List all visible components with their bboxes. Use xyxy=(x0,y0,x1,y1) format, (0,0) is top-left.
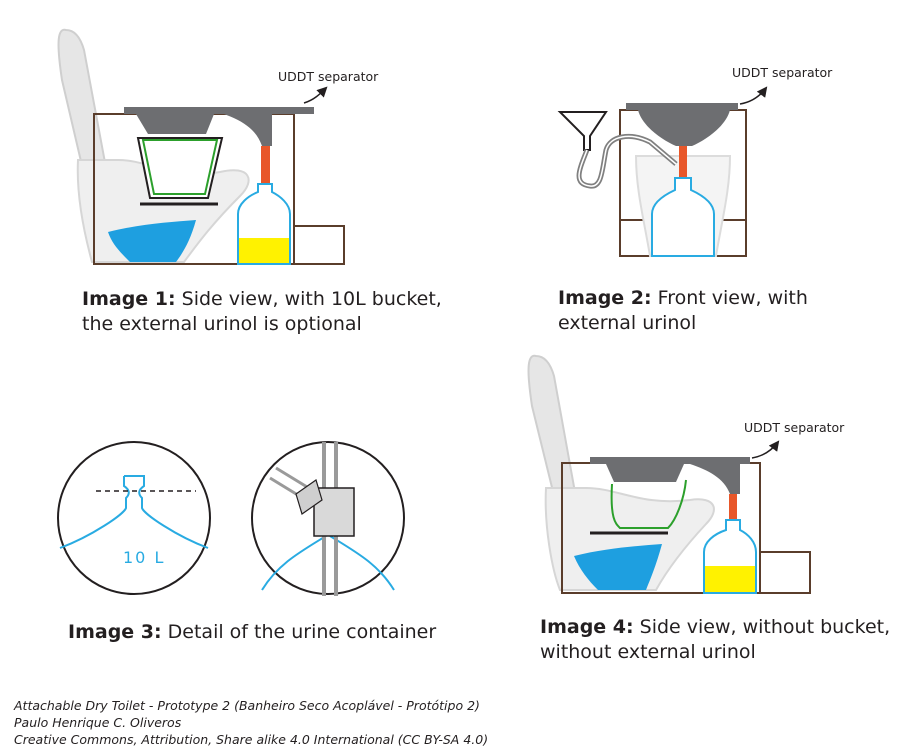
image2-front-view: UDDT separator xyxy=(557,65,833,257)
caption-image4-text1: Side view, without bucket, xyxy=(639,616,891,638)
front-container xyxy=(651,177,715,257)
separator-plate xyxy=(124,107,314,114)
callout-separator-label: UDDT separator xyxy=(278,69,379,84)
caption-image1-line1: Image 1: Side view, with 10L bucket, xyxy=(82,287,442,312)
image1-side-view-with-bucket: UDDT separator xyxy=(57,28,379,265)
credits-author: Paulo Henrique C. Oliveros xyxy=(14,715,182,730)
toilet-water xyxy=(108,220,196,262)
urine-pipe xyxy=(261,146,270,186)
toilet4-urine-pipe xyxy=(729,494,737,522)
toilet4-liner xyxy=(610,479,687,529)
callout-arrow xyxy=(303,86,328,104)
detail-bottle-neck xyxy=(59,475,209,549)
caption-image3: Image 3: Detail of the urine container xyxy=(68,620,436,645)
credits-title: Attachable Dry Toilet - Prototype 2 (Ban… xyxy=(14,698,480,713)
urine-level xyxy=(239,238,289,263)
image3-container-detail: 10 L xyxy=(57,441,405,596)
toilet4-step xyxy=(759,551,811,594)
caption-image3-line1: Image 3: Detail of the urine container xyxy=(68,620,436,645)
bucket xyxy=(136,137,224,199)
caption-image1-text1: Side view, with 10L bucket, xyxy=(181,288,442,310)
caption-image2-line1: Image 2: Front view, with xyxy=(558,286,808,311)
caption-image1-label: Image 1: xyxy=(82,288,176,310)
detail-side-joint xyxy=(295,479,323,515)
credits-block: Attachable Dry Toilet - Prototype 2 (Ban… xyxy=(14,697,894,748)
caption-image2-text2: external urinol xyxy=(558,312,697,334)
caption-image4-line1: Image 4: Side view, without bucket, xyxy=(540,615,890,640)
caption-image2-label: Image 2: xyxy=(558,287,652,309)
toilet4-callout-arrow xyxy=(751,440,780,459)
front-urine-pipe xyxy=(679,146,687,180)
toilet4-urine-level xyxy=(705,566,755,592)
caption-image3-label: Image 3: xyxy=(68,621,162,643)
front-separator-plate xyxy=(626,103,738,110)
caption-image2-text1: Front view, with xyxy=(657,287,808,309)
credits-license: Creative Commons, Attribution, Share ali… xyxy=(14,732,489,747)
caption-image1: Image 1: Side view, with 10L bucket, the… xyxy=(82,287,442,337)
detail-volume-label: 10 L xyxy=(123,548,165,567)
toilet4-separator-plate xyxy=(590,457,750,464)
front-separator-funnel xyxy=(638,110,730,146)
caption-image4-text2: without external urinol xyxy=(540,641,756,663)
caption-image2: Image 2: Front view, with external urino… xyxy=(558,286,808,336)
caption-image3-text1: Detail of the urine container xyxy=(167,621,437,643)
separator-funnel xyxy=(136,114,214,134)
toilet4-separator-urine xyxy=(690,464,740,494)
toilet4-water xyxy=(574,544,662,590)
step-box xyxy=(293,225,345,265)
bucket-liner xyxy=(141,139,219,195)
caption-image1-text2: the external urinol is optional xyxy=(82,313,362,335)
toilet4-callout-label: UDDT separator xyxy=(744,420,845,435)
caption-image4: Image 4: Side view, without bucket, with… xyxy=(540,615,890,665)
urinol-hose-inner xyxy=(578,135,677,187)
urinol-funnel xyxy=(557,111,608,151)
front-callout-arrow xyxy=(739,86,768,105)
front-callout-label: UDDT separator xyxy=(732,65,833,80)
separator-urine-funnel xyxy=(224,114,272,146)
caption-image4-label: Image 4: xyxy=(540,616,634,638)
image4-side-view-no-bucket: UDDT separator xyxy=(527,354,845,594)
detail-circle-left xyxy=(57,441,211,595)
toilet4-separator-funnel xyxy=(606,464,684,482)
